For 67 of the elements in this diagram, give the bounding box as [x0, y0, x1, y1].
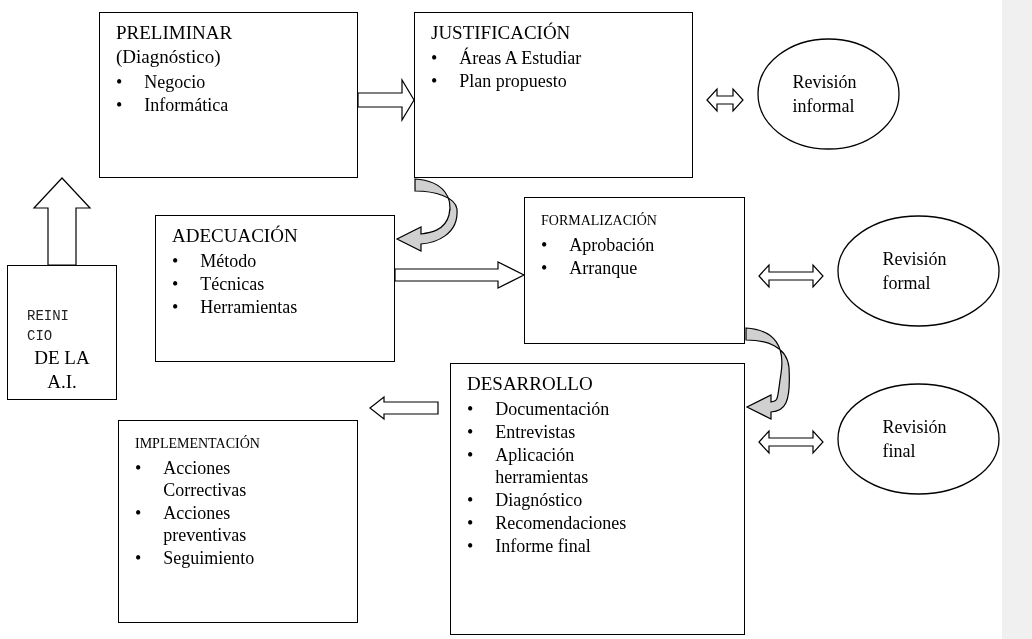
review-ellipse	[837, 383, 1000, 495]
bullet-marker: •	[431, 70, 438, 92]
block-arrow	[357, 77, 415, 123]
bullet-marker: •	[431, 47, 438, 69]
list-item: Informática	[144, 94, 230, 116]
bullet-marker: •	[172, 296, 179, 318]
phase-title: PRELIMINAR	[116, 21, 233, 45]
bullet-marker: •	[467, 444, 474, 466]
bullet-marker: •	[467, 398, 474, 420]
phase-box	[99, 12, 358, 178]
list-item: Entrevistas	[495, 421, 577, 443]
review-label: Revisión informal	[792, 71, 858, 118]
bullet-marker: •	[135, 547, 142, 569]
list-item: Acciones Correctivas	[163, 457, 248, 501]
phase-title: FORMALIZACIÓN	[541, 211, 657, 230]
block-arrow	[758, 263, 824, 289]
review-label: Revisión formal	[882, 248, 948, 295]
list-item: Plan propuesto	[459, 70, 568, 92]
bullet-marker: •	[467, 421, 474, 443]
bullet-marker: •	[135, 502, 142, 524]
list-item: Áreas A Estudiar	[459, 47, 583, 69]
phase-title: DESARROLLO	[467, 372, 593, 396]
bullet-marker: •	[541, 257, 548, 279]
bullet-marker: •	[172, 273, 179, 295]
restart-label: REINICIO	[27, 307, 69, 346]
phase-box	[450, 363, 745, 635]
phase-box	[414, 12, 693, 178]
bullet-marker: •	[116, 94, 123, 116]
block-arrow	[394, 261, 526, 289]
list-item: Recomendaciones	[495, 512, 628, 534]
phase-title: IMPLEMENTACIÓN	[135, 434, 260, 453]
list-item: Acciones preventivas	[163, 502, 248, 546]
bullet-marker: •	[467, 535, 474, 557]
phase-title: ADECUACIÓN	[172, 224, 298, 248]
curved-block-arrow	[396, 178, 458, 252]
phase-subtitle: (Diagnóstico)	[116, 45, 221, 69]
restart-label: DE LA A.I.	[33, 346, 91, 394]
review-ellipse	[837, 215, 1000, 327]
block-arrow	[706, 87, 744, 113]
list-item: Documentación	[495, 398, 611, 420]
phase-box	[118, 420, 358, 623]
list-item: Aprobación	[569, 234, 656, 256]
block-arrow	[32, 177, 92, 266]
list-item: Técnicas	[200, 273, 266, 295]
block-arrow	[758, 429, 824, 455]
curved-block-arrow	[745, 327, 790, 420]
bullet-marker: •	[116, 71, 123, 93]
bullet-marker: •	[467, 489, 474, 511]
review-label: Revisión final	[882, 416, 948, 463]
review-ellipse	[757, 38, 900, 150]
restart-box	[7, 265, 117, 400]
list-item: Seguimiento	[163, 547, 256, 569]
list-item: Negocio	[144, 71, 207, 93]
bullet-marker: •	[172, 250, 179, 272]
list-item: Diagnóstico	[495, 489, 584, 511]
list-item: Informe final	[495, 535, 592, 557]
phase-box	[524, 197, 745, 344]
phase-box	[155, 215, 395, 362]
list-item: Aplicación herramientas	[495, 444, 590, 488]
phase-title: JUSTIFICACIÓN	[431, 21, 571, 45]
bullet-marker: •	[541, 234, 548, 256]
bullet-marker: •	[135, 457, 142, 479]
list-item: Arranque	[569, 257, 639, 279]
bullet-marker: •	[467, 512, 474, 534]
block-arrow	[369, 395, 439, 421]
list-item: Herramientas	[200, 296, 299, 318]
list-item: Método	[200, 250, 258, 272]
